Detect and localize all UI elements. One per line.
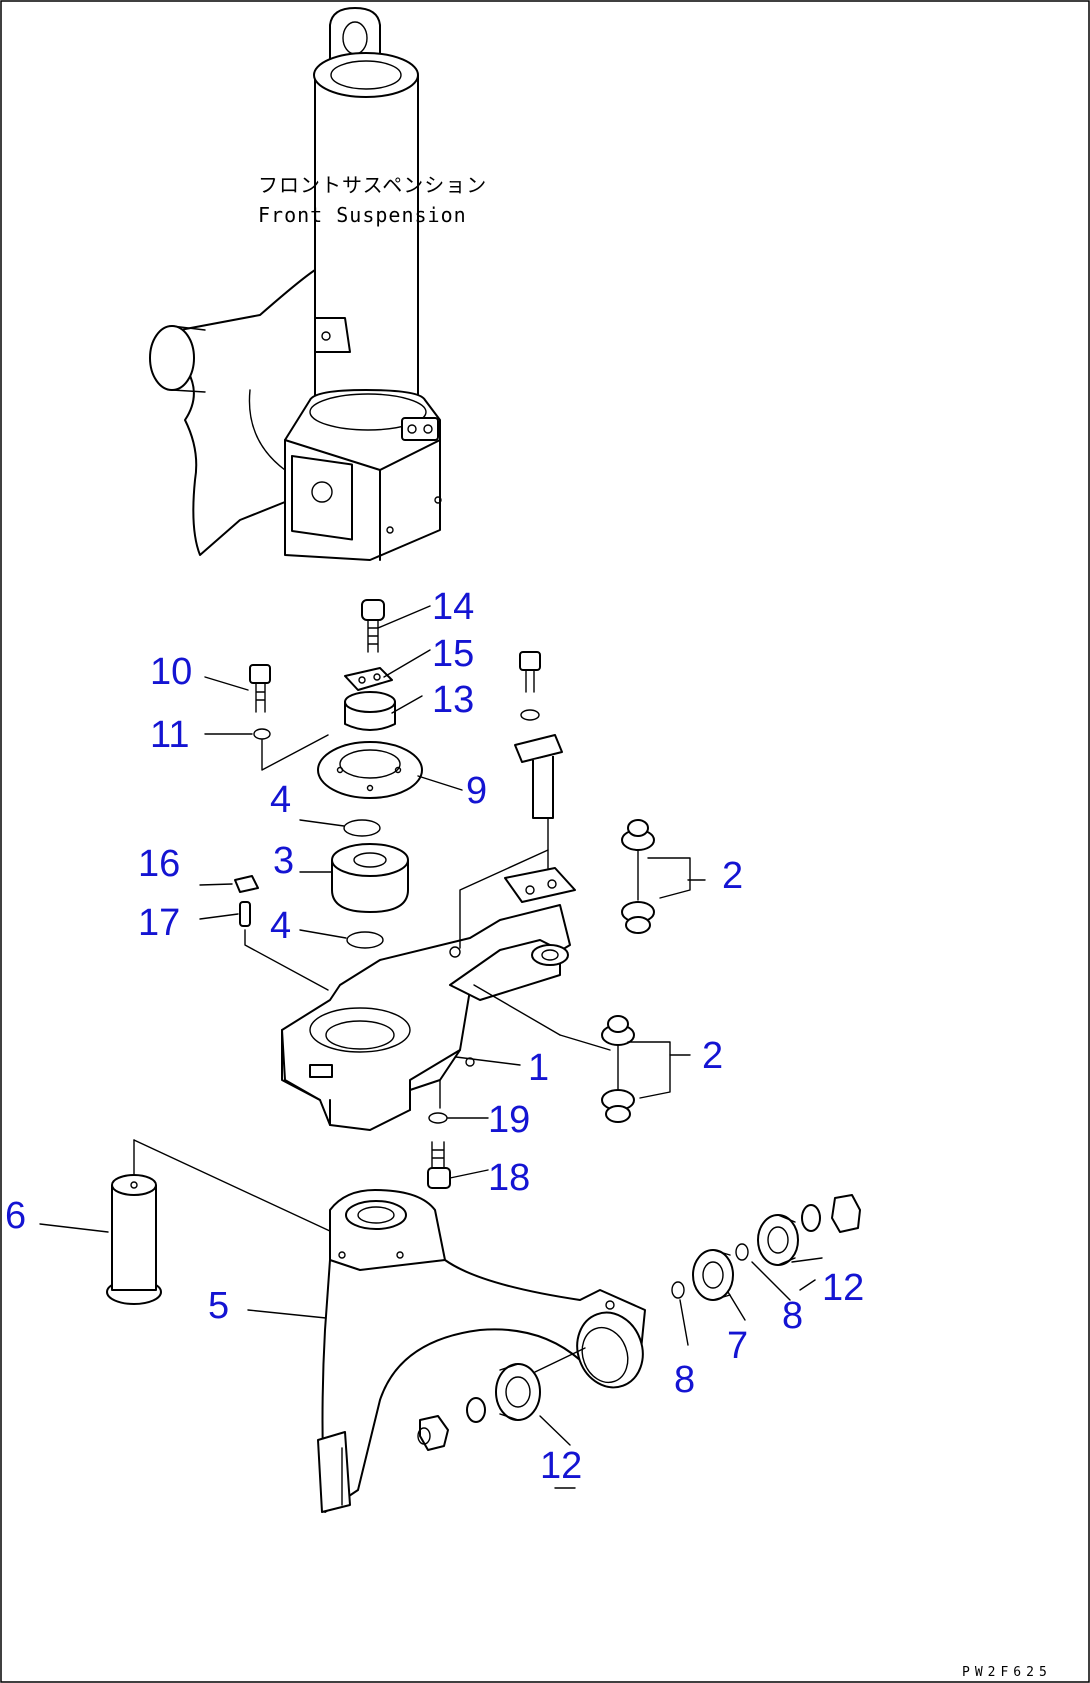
- callout-12-lower: 12: [540, 1445, 582, 1487]
- callout-8-lower: 8: [674, 1359, 695, 1401]
- callout-labels: 14 15 10 13 11 9 4 3 16 2 17 4 1 2 19 18…: [5, 586, 864, 1487]
- strut-assembly: [149, 7, 442, 561]
- bushing-set-left: [417, 1347, 586, 1451]
- callout-5: 5: [208, 1285, 229, 1327]
- right-link-parts: [514, 651, 563, 851]
- caption-japanese: フロントサスペンション: [258, 173, 487, 197]
- drawing-code: PW2F625: [962, 1665, 1052, 1680]
- callout-4: 4: [270, 779, 291, 821]
- bushing-set-right: [671, 1194, 861, 1301]
- knuckle-housing: [281, 849, 576, 1131]
- callout-14: 14: [432, 586, 474, 628]
- callout-16: 16: [138, 843, 180, 885]
- callout-6: 6: [5, 1195, 26, 1237]
- callout-17: 17: [138, 902, 180, 944]
- callout-2-upper: 2: [722, 855, 743, 897]
- stabilizer-link-upper: [621, 819, 691, 934]
- lower-bolt-parts: [427, 1079, 451, 1189]
- callout-2-lower: 2: [702, 1035, 723, 1077]
- callout-4-lower: 4: [270, 905, 291, 947]
- callout-7: 7: [727, 1325, 748, 1367]
- leader-lines: [39, 605, 823, 1489]
- upper-mount-parts: [234, 599, 423, 991]
- callout-18: 18: [488, 1157, 530, 1199]
- callout-13: 13: [432, 679, 474, 721]
- callout-10: 10: [150, 651, 192, 693]
- callout-11: 11: [150, 714, 189, 756]
- pin-part: [106, 1139, 162, 1305]
- caption-english: Front Suspension: [258, 203, 467, 227]
- callout-12-right: 12: [822, 1267, 864, 1309]
- callout-8-upper: 8: [782, 1295, 803, 1337]
- callout-15: 15: [432, 633, 474, 675]
- callout-3: 3: [273, 840, 294, 882]
- callout-1: 1: [528, 1047, 549, 1089]
- stabilizer-link-lower: [559, 1015, 671, 1123]
- callout-9: 9: [466, 770, 487, 812]
- callout-19: 19: [488, 1099, 530, 1141]
